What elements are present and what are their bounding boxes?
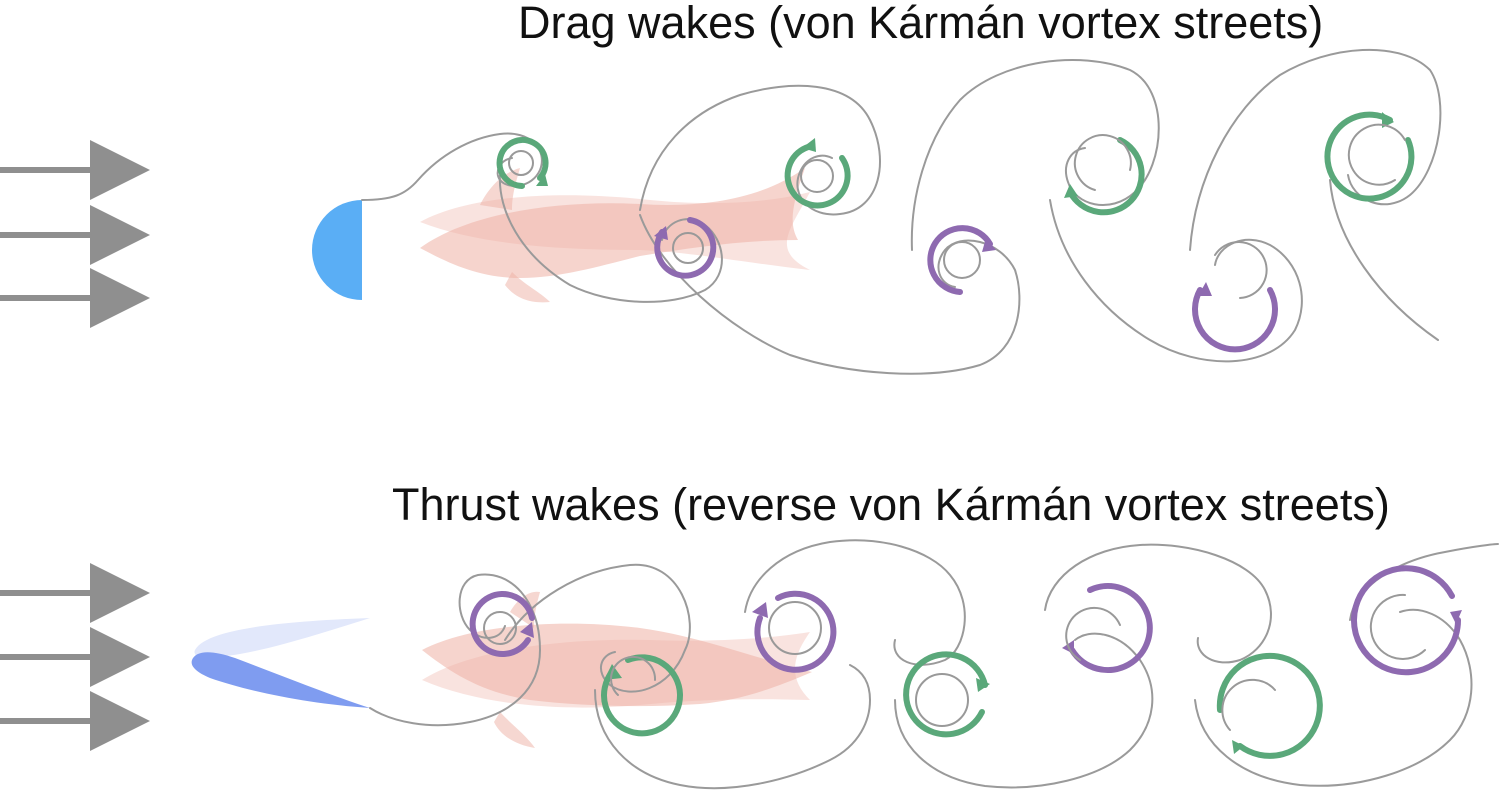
streakline <box>910 59 1160 251</box>
streakline <box>594 664 872 790</box>
bottom-vortices <box>469 565 1462 759</box>
top-flow-arrows <box>0 140 150 328</box>
top-vortices <box>496 111 1415 353</box>
vortex-counterclockwise <box>601 654 683 737</box>
bottom-streaklines <box>369 539 1499 790</box>
bottom-flow-arrows <box>0 563 150 751</box>
fish-silhouette <box>420 168 810 303</box>
vortex-counterclockwise <box>784 138 851 209</box>
flapping-foil-body <box>191 652 370 708</box>
streakline <box>1329 179 1439 341</box>
vortex-clockwise <box>654 217 717 279</box>
streakline <box>1049 199 1303 363</box>
drag-wake-title: Drag wakes (von Kármán vortex streets) <box>518 0 1323 48</box>
top-streaklines <box>361 48 1442 375</box>
thrust-wake-title: Thrust wakes (reverse von Kármán vortex … <box>392 479 1390 530</box>
streakline <box>639 84 881 216</box>
vortex-counterclockwise <box>1064 134 1145 216</box>
thrust-wake-panel: Thrust wakes (reverse von Kármán vortex … <box>0 479 1499 790</box>
vortex-counterclockwise <box>1216 652 1323 759</box>
streakline <box>744 539 966 666</box>
vortex-clockwise <box>752 590 837 673</box>
vortex-counterclockwise <box>496 137 549 189</box>
vortex-clockwise <box>469 591 535 657</box>
vortex-clockwise <box>927 225 996 295</box>
vortex-clockwise <box>1192 241 1278 353</box>
half-cylinder-body <box>312 200 362 300</box>
vortex-clockwise <box>1351 565 1462 676</box>
vortex-counterclockwise <box>1324 111 1415 202</box>
streakline <box>1044 543 1272 664</box>
vortex-clockwise <box>1062 583 1153 674</box>
drag-wake-panel: Drag wakes (von Kármán vortex streets) <box>0 0 1442 375</box>
vortex-counterclockwise <box>903 651 990 738</box>
streakline <box>504 563 691 693</box>
streakline <box>1194 608 1473 787</box>
streakline <box>1189 48 1442 251</box>
streakline <box>894 632 1154 789</box>
foil-ghost <box>194 618 370 658</box>
